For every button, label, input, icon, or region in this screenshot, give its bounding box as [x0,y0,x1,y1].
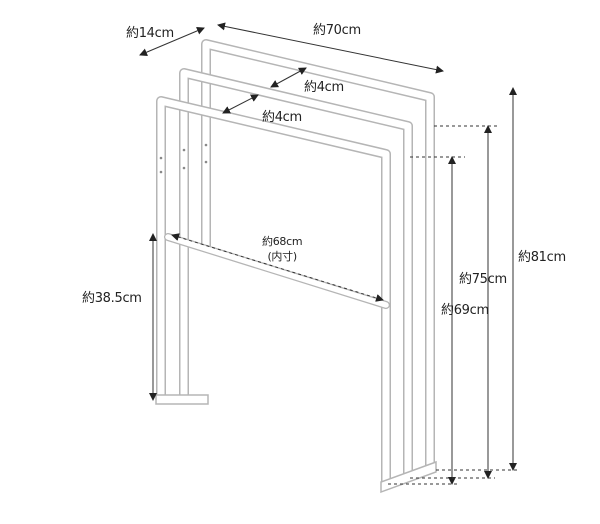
inner-width-arrow [171,233,384,302]
lower-bar-height-label: 約38.5cm [82,291,142,306]
front-rail-frame [156,96,391,488]
inner-width-label: 約68cm (内寸) [262,234,303,264]
left-foot [155,394,209,405]
dimension-lines [139,22,520,485]
inner-width-note: (内寸) [267,250,297,263]
gap-front-arrow [222,94,259,114]
height-back-label: 約81cm [518,250,566,265]
width-arrow [217,22,444,74]
inner-width-value: 約68cm [262,235,303,248]
leg-holes [159,143,208,174]
height-middle-label: 約75cm [459,272,507,287]
gap-back-label: 約4cm [304,80,344,95]
depth-arrow [139,27,205,56]
gap-front-label: 約4cm [262,110,302,125]
width-label: 約70cm [313,23,361,38]
depth-label: 約14cm [126,26,174,41]
gap-back-arrow [270,67,307,88]
height-front-label: 約69cm [441,303,489,318]
